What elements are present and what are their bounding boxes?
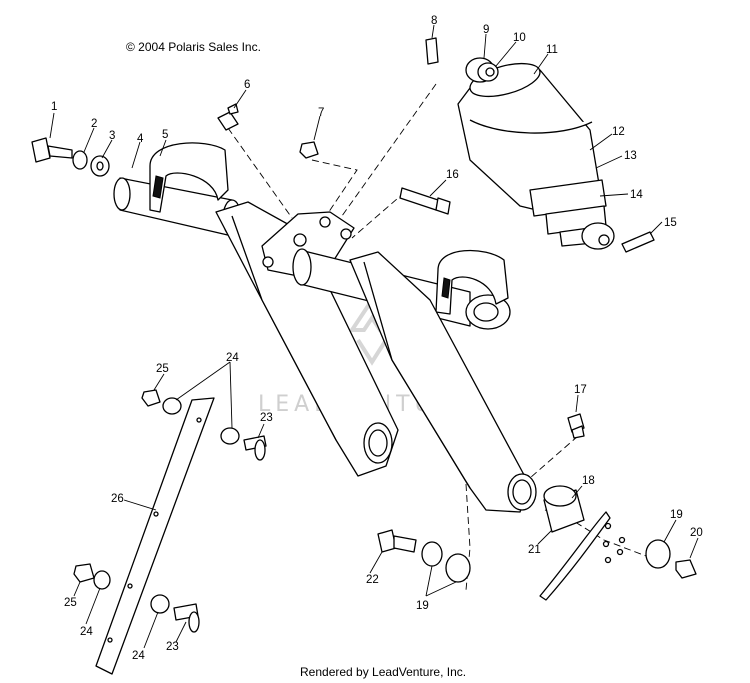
- callout-16: 16: [446, 169, 459, 181]
- callout-10: 10: [513, 32, 526, 44]
- callout-2: 2: [91, 118, 97, 130]
- washers-2-3: [72, 150, 110, 177]
- callout-24-bottom: 24: [132, 650, 145, 662]
- callout-11: 11: [546, 44, 558, 56]
- bolt-1: [31, 137, 73, 163]
- rendered-by-text: Rendered by LeadVenture, Inc.: [300, 665, 466, 679]
- pin-8: [425, 37, 439, 65]
- callout-19-left: 19: [416, 600, 429, 612]
- callout-17: 17: [574, 384, 587, 396]
- callout-22: 22: [366, 574, 379, 586]
- callout-1: 1: [51, 101, 57, 113]
- callout-15: 15: [664, 217, 677, 229]
- right-swing-arm: [292, 248, 537, 513]
- left-swing-arm: [113, 142, 399, 477]
- callout-9: 9: [483, 24, 489, 36]
- nut-20: [675, 559, 697, 579]
- callout-23-bottom: 23: [166, 641, 179, 653]
- bolt-16: [399, 187, 451, 215]
- callout-25-bottom: 25: [64, 597, 77, 609]
- washers-19: [421, 539, 671, 583]
- copyright-text: © 2004 Polaris Sales Inc.: [126, 40, 261, 54]
- callout-14: 14: [630, 189, 643, 201]
- shock-absorber: [457, 57, 615, 250]
- callout-labels: 1 2 3 4 5 6 7 8 9 10 11 12 13 14 15 16 1…: [51, 15, 703, 662]
- bushing-21: [543, 485, 585, 533]
- callout-24-left: 24: [80, 626, 93, 638]
- callout-20: 20: [690, 527, 703, 539]
- callout-24-top: 24: [226, 352, 239, 364]
- callout-7: 7: [318, 107, 324, 119]
- callout-25-top: 25: [156, 363, 169, 375]
- pin-15: [621, 231, 655, 253]
- grease-fitting-6: [217, 103, 239, 131]
- callout-6: 6: [244, 79, 250, 91]
- callout-13: 13: [624, 150, 637, 162]
- bolt-22: [377, 529, 417, 553]
- callout-3: 3: [109, 130, 115, 142]
- callout-21: 21: [528, 544, 541, 556]
- mounting-bracket: [539, 511, 626, 601]
- callout-19-right: 19: [670, 509, 683, 521]
- callout-5: 5: [162, 129, 168, 141]
- callout-4: 4: [137, 133, 144, 145]
- strap-hardware: [73, 389, 267, 633]
- strap-26: [95, 397, 215, 675]
- callout-26: 26: [111, 493, 124, 505]
- callout-8: 8: [431, 15, 437, 27]
- callout-18: 18: [582, 475, 595, 487]
- callout-12: 12: [612, 126, 625, 138]
- grease-fitting-17: [567, 413, 585, 439]
- callout-23-top: 23: [260, 412, 273, 424]
- nut-7: [299, 141, 319, 159]
- leader-lines: [49, 24, 699, 649]
